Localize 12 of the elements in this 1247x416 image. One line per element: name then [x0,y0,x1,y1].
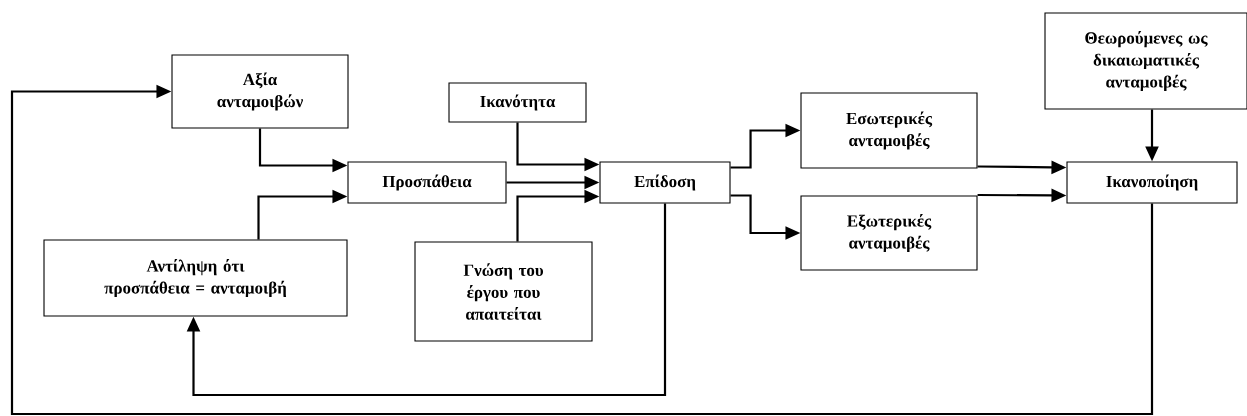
process-box: Επίδοση [599,161,731,204]
process-box: Ικανοποίηση [1066,161,1238,204]
process-box: Εσωτερικές ανταμοιβές [800,92,978,169]
arrow [10,84,1154,416]
process-box: Ικανότητα [448,82,587,123]
process-box: Εξωτερικές ανταμοιβές [800,195,978,271]
process-box: Θεωρούμενες ως δικαιωματικές ανταμοιβές [1044,12,1247,110]
process-box: Προσπάθεια [347,161,507,204]
process-box: Αξία ανταμοιβών [171,54,349,129]
arrow [186,203,667,397]
process-box: Αντίληψη ότι προσπάθεια = ανταμοιβή [43,239,348,317]
process-box: Γνώση του έργου που απαιτείται [414,241,593,342]
